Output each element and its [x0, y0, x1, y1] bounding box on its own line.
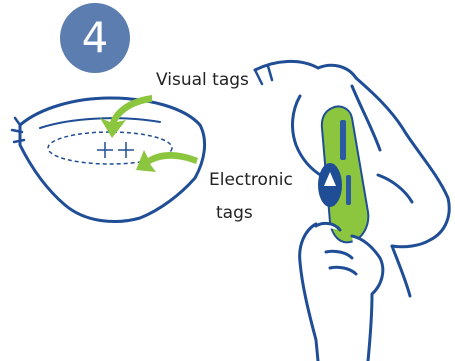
- electronic-tags-label-line2: tags: [216, 203, 253, 223]
- visual-tags-label: Visual tags: [156, 70, 249, 90]
- tag-position-marks: [97, 142, 134, 158]
- arrow-icon: [136, 150, 198, 172]
- electronic-tags-label-line1: Electronic: [209, 170, 293, 190]
- step-number-badge: 4: [60, 3, 130, 73]
- ear-icon: [12, 98, 205, 222]
- hand-icon: [300, 223, 383, 361]
